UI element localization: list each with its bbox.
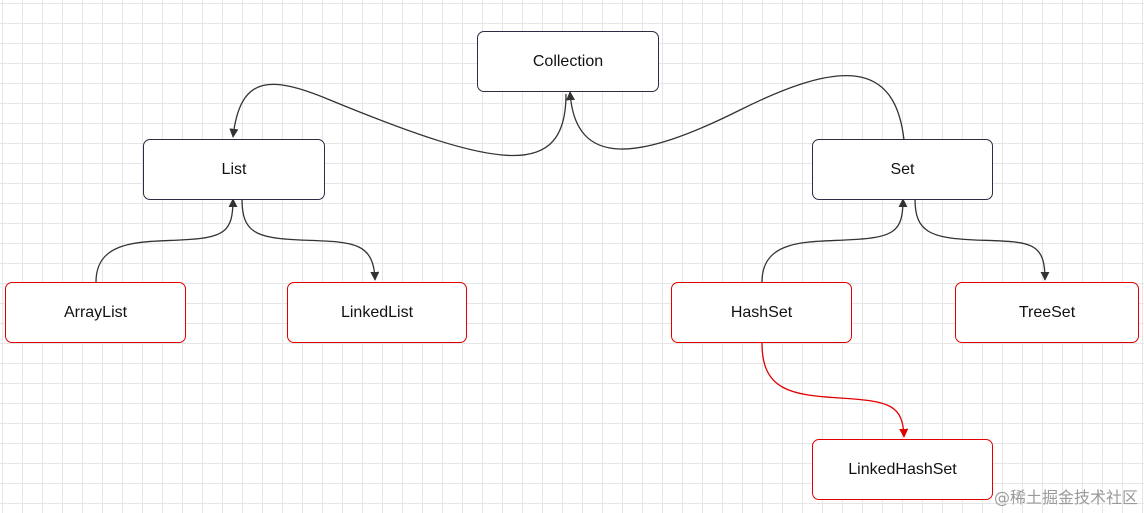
linkedlist-label: LinkedList — [340, 303, 414, 321]
arraylist-node[interactable]: ArrayList — [5, 282, 186, 343]
linkedlist-node[interactable]: LinkedList — [287, 282, 467, 343]
hashset-label: HashSet — [730, 303, 793, 321]
edge-hashset-set — [761, 198, 908, 283]
arraylist-label: ArrayList — [63, 303, 128, 321]
treeset-node[interactable]: TreeSet — [955, 282, 1139, 343]
hashset-node[interactable]: HashSet — [671, 282, 852, 343]
edge-arraylist-list — [95, 198, 238, 283]
collection-node[interactable]: Collection — [477, 31, 659, 92]
set-node[interactable]: Set — [812, 139, 993, 200]
edge-set-treeset — [914, 198, 1050, 281]
edge-set-collection — [565, 74, 905, 150]
linkedhashset-label: LinkedHashSet — [848, 460, 957, 478]
collection-label: Collection — [532, 52, 604, 70]
watermark-text: @稀土掘金技术社区 — [993, 488, 1138, 507]
edge-list-linkedlist — [241, 198, 380, 281]
treeset-label: TreeSet — [1018, 303, 1076, 321]
edge-hashset-linkedhashset — [761, 342, 909, 438]
edge-list-collection — [229, 83, 567, 157]
set-label: Set — [890, 160, 915, 178]
linkedhashset-node[interactable]: LinkedHashSet — [812, 439, 993, 500]
list-label: List — [221, 160, 247, 178]
list-node[interactable]: List — [143, 139, 325, 200]
